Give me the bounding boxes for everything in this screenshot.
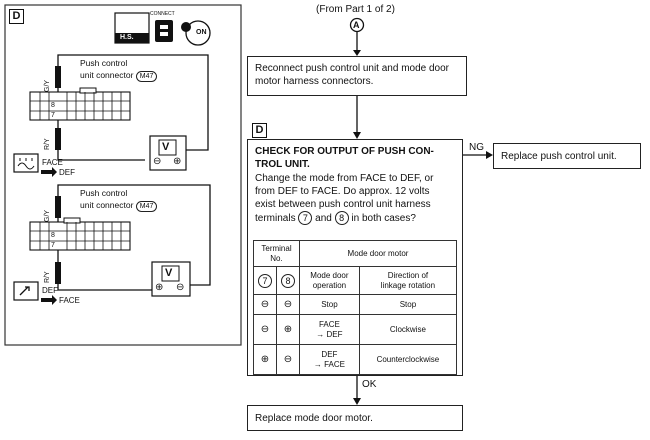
table-col-dir: Direction of linkage rotation <box>358 266 458 295</box>
wire-1-top-label: G/Y <box>44 79 51 92</box>
table-col-t7: 7 <box>253 266 277 295</box>
table-cell-op: Stop <box>299 294 360 315</box>
voltmeter-2-left-terminal: ⊕ <box>155 282 164 293</box>
check-title: CHECK FOR OUTPUT OF PUSH CON- TROL UNIT. <box>255 145 434 171</box>
connector-1-tag: M47 <box>135 71 158 82</box>
defrost-switch-icon <box>13 153 39 173</box>
table-cell-op-line2: → DEF <box>316 329 343 339</box>
table-hdr-terminal: Terminal No. <box>253 240 300 267</box>
connector-2-title-line2: unit connector M47 <box>80 200 158 212</box>
table-row: ⊕ ⊖ DEF → FACE Counterclockwise <box>253 344 458 375</box>
table-cell-t7: ⊖ <box>253 314 277 345</box>
table-cell-dir: Stop <box>358 294 458 315</box>
table-cell-t7: ⊖ <box>253 294 277 315</box>
connector-1-pin-7: 7 <box>51 112 55 119</box>
connector-a-label: A <box>353 20 360 30</box>
table-hdr-motor: Mode door motor <box>299 240 457 267</box>
table-cell-dir: Clockwise <box>358 314 458 345</box>
connector-2-body <box>29 221 131 251</box>
table-row: ⊖ ⊖ Stop Stop <box>253 294 458 315</box>
table-col-dir-line2: linkage rotation <box>380 280 436 290</box>
ok-result-box: Replace mode door motor. <box>247 405 463 431</box>
check-body-line3: exist between push control unit harness <box>255 199 431 210</box>
ok-label: OK <box>362 379 377 390</box>
table-col-op: Mode door operation <box>299 266 360 295</box>
left-panel-label: D <box>9 9 24 24</box>
wire-2-bottom-label: R/Y <box>44 271 51 283</box>
connector-2-title-text: unit connector <box>80 200 134 210</box>
check-step-box: D CHECK FOR OUTPUT OF PUSH CON- TROL UNI… <box>247 123 463 376</box>
reconnect-step-text: Reconnect push control unit and mode doo… <box>255 63 450 87</box>
voltmeter-1-v: V <box>162 141 170 153</box>
table-col-t8: 8 <box>276 266 300 295</box>
ok-result-text: Replace mode door motor. <box>255 413 373 424</box>
from-part-label: (From Part 1 of 2) <box>316 4 395 15</box>
table-cell-t7: ⊕ <box>253 344 277 375</box>
reconnect-step-box: Reconnect push control unit and mode doo… <box>247 56 467 96</box>
table-col-op-line1: Mode door <box>310 270 349 280</box>
left-panel-frame <box>4 4 242 346</box>
table-cell-op-line1: FACE <box>318 319 340 329</box>
hs-label: H.S. <box>120 34 134 41</box>
connector-1-title-text: unit connector <box>80 70 134 80</box>
connector-1-pin-8: 8 <box>51 102 55 109</box>
table-col-t8-symbol: 8 <box>281 273 295 288</box>
check-body-line2: from DEF to FACE. Do approx. 12 volts <box>255 186 430 197</box>
mode-1-from: FACE <box>42 158 63 167</box>
table-hdr-terminal-line1: Terminal <box>261 243 292 253</box>
check-body: Change the mode from FACE to DEF, or fro… <box>255 172 461 225</box>
ng-result-box: Replace push control unit. <box>493 143 641 169</box>
connector-1-title-line1: Push control <box>80 58 128 68</box>
table-row: ⊖ ⊕ FACE → DEF Clockwise <box>253 314 458 345</box>
ignition-key-icon <box>185 20 211 46</box>
voltmeter-1-left-terminal: ⊖ <box>153 156 162 167</box>
mode-1-to: DEF <box>59 168 75 177</box>
terminal-7-symbol: 7 <box>298 211 313 225</box>
ng-result-text: Replace push control unit. <box>501 151 617 162</box>
table-col-op-line2: operation <box>312 280 347 290</box>
check-body-line1: Change the mode from FACE to DEF, or <box>255 173 434 184</box>
check-body-and: and <box>315 213 332 224</box>
table-col-t7-symbol: 7 <box>258 273 272 288</box>
table-cell-op: DEF → FACE <box>299 344 360 375</box>
check-body-terminals: terminals <box>255 213 296 224</box>
check-body-line4: terminals 7 and 8 in both cases? <box>255 211 461 225</box>
mode-door-table: Terminal No. Mode door motor 7 8 Mode do… <box>253 240 458 375</box>
table-cell-op-line1: DEF <box>321 349 338 359</box>
table-hdr-terminal-line2: No. <box>270 253 283 263</box>
table-col-dir-line1: Direction of <box>387 270 429 280</box>
wire-2-top-label: G/Y <box>44 209 51 222</box>
check-step-label: D <box>252 123 267 138</box>
connector-2-pin-8: 8 <box>51 232 55 239</box>
voltmeter-2-right-terminal: ⊖ <box>176 282 185 293</box>
table-cell-t8: ⊖ <box>276 294 300 315</box>
table-cell-op-line1: Stop <box>321 299 338 309</box>
mode-2-from: DEF <box>42 286 58 295</box>
wire-1-bottom-label: R/Y <box>44 138 51 150</box>
table-cell-t8: ⊕ <box>276 314 300 345</box>
connect-label: CONNECT <box>150 11 175 17</box>
connector-2-tag: M47 <box>135 201 158 212</box>
mode-2-to: FACE <box>59 296 80 305</box>
ng-label: NG <box>469 142 484 153</box>
check-title-line1: CHECK FOR OUTPUT OF PUSH CON- <box>255 146 434 157</box>
table-cell-op-line2: → FACE <box>313 359 345 369</box>
on-label: ON <box>196 29 207 36</box>
connector-2-title-line1: Push control <box>80 188 128 198</box>
check-title-line2: TROL UNIT. <box>255 159 310 170</box>
table-cell-op: FACE → DEF <box>299 314 360 345</box>
face-vent-switch-icon <box>13 281 39 301</box>
voltmeter-1-right-terminal: ⊕ <box>173 156 182 167</box>
connector-a-circle <box>349 17 365 33</box>
terminal-8-symbol: 8 <box>334 211 349 225</box>
connector-1-body <box>29 91 131 121</box>
table-cell-t8: ⊖ <box>276 344 300 375</box>
connector-1-title-line2: unit connector M47 <box>80 70 158 82</box>
connector-2-pin-7: 7 <box>51 242 55 249</box>
table-cell-dir: Counterclockwise <box>358 344 458 375</box>
check-body-tail: in both cases? <box>351 213 416 224</box>
voltmeter-2-v: V <box>165 267 173 279</box>
connector-icon <box>155 20 173 42</box>
